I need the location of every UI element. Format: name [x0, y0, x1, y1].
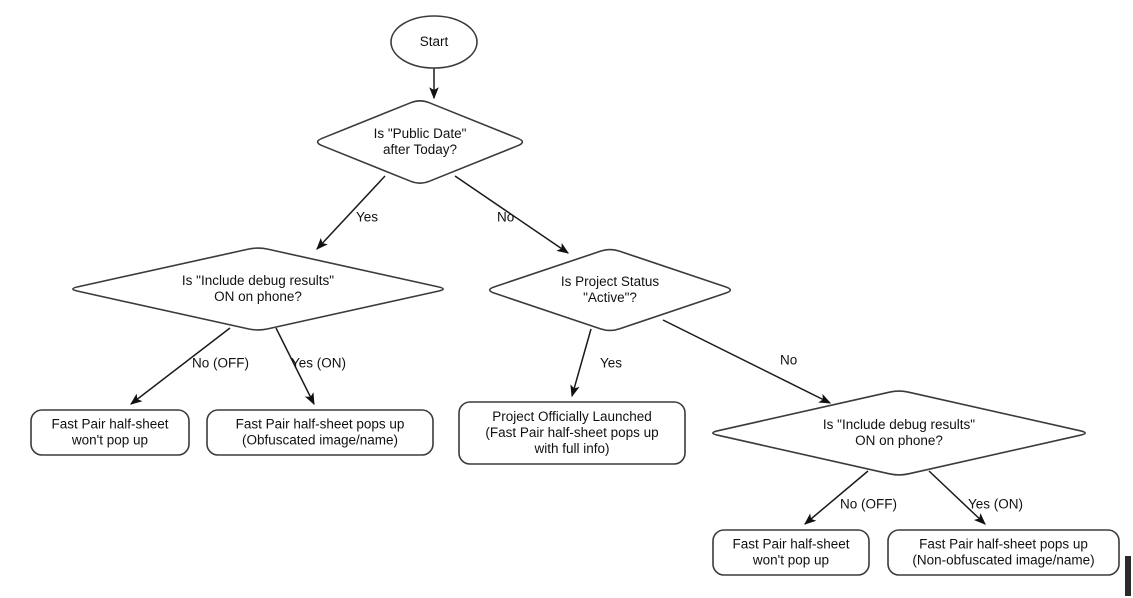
edge-label-debug-right-to-no-popup-right: No (OFF) — [840, 497, 897, 512]
edge-debug-left-to-obfuscated-popup — [275, 327, 315, 406]
edge-project-status-to-debug-right — [662, 319, 832, 404]
node-obfuscated-popup[interactable]: Fast Pair half-sheet pops up(Obfuscated … — [206, 409, 434, 456]
edge-label-debug-left-to-no-popup-left: No (OFF) — [192, 356, 249, 371]
node-shape-rounded-rect — [458, 401, 686, 465]
node-shape-rounded-rect — [30, 409, 190, 456]
node-shape-rounded-rect — [206, 409, 434, 456]
node-label-debug-left: Is "Include debug results"ON on phone? — [182, 273, 334, 304]
edge-label-public-date-to-project-status: No — [497, 210, 514, 225]
edge-public-date-to-debug-left — [316, 175, 386, 250]
node-start[interactable]: Start — [390, 15, 478, 69]
edge-label-project-status-to-debug-right: No — [780, 353, 797, 368]
edge-debug-right-to-no-popup-right — [804, 470, 869, 525]
node-shape-diamond — [488, 248, 732, 332]
node-label-public-date: Is "Public Date"after Today? — [374, 126, 467, 157]
node-label-obfuscated-popup: Fast Pair half-sheet pops up(Obfuscated … — [236, 416, 405, 447]
edge-project-status-to-officially-launched — [570, 328, 592, 398]
right-edge-artifact — [1125, 556, 1131, 596]
node-officially-launched[interactable]: Project Officially Launched(Fast Pair ha… — [458, 401, 686, 465]
edge-debug-right-to-nonobfuscated-popup — [928, 470, 986, 525]
node-label-start: Start — [420, 34, 449, 49]
node-debug-right[interactable]: Is "Include debug results"ON on phone? — [712, 390, 1086, 476]
edge-public-date-to-project-status — [454, 175, 569, 254]
edge-label-public-date-to-debug-left: Yes — [356, 210, 378, 225]
node-label-nonobfuscated-popup: Fast Pair half-sheet pops up(Non-obfusca… — [912, 536, 1094, 567]
node-label-officially-launched: Project Officially Launched(Fast Pair ha… — [485, 409, 658, 456]
nodes-layer: Start Is "Public Date"after Today? Is "Inc… — [30, 15, 1120, 576]
node-label-project-status: Is Project Status"Active"? — [561, 274, 660, 305]
node-shape-diamond — [72, 247, 444, 331]
node-shape-rounded-rect — [712, 529, 870, 576]
node-shape-ellipse — [390, 15, 478, 69]
edge-debug-left-to-no-popup-left — [130, 327, 231, 405]
edge-label-project-status-to-officially-launched: Yes — [600, 356, 622, 371]
node-shape-diamond — [712, 390, 1086, 476]
node-project-status[interactable]: Is Project Status"Active"? — [488, 248, 732, 332]
node-public-date[interactable]: Is "Public Date"after Today? — [316, 100, 524, 184]
node-shape-diamond — [316, 100, 524, 184]
node-label-debug-right: Is "Include debug results"ON on phone? — [823, 417, 975, 448]
node-debug-left[interactable]: Is "Include debug results"ON on phone? — [72, 247, 444, 331]
edge-label-debug-left-to-obfuscated-popup: Yes (ON) — [291, 356, 346, 371]
node-shape-rounded-rect — [887, 529, 1120, 576]
edge-label-debug-right-to-nonobfuscated-popup: Yes (ON) — [968, 497, 1023, 512]
node-nonobfuscated-popup[interactable]: Fast Pair half-sheet pops up(Non-obfusca… — [887, 529, 1120, 576]
edges-layer — [130, 68, 986, 525]
